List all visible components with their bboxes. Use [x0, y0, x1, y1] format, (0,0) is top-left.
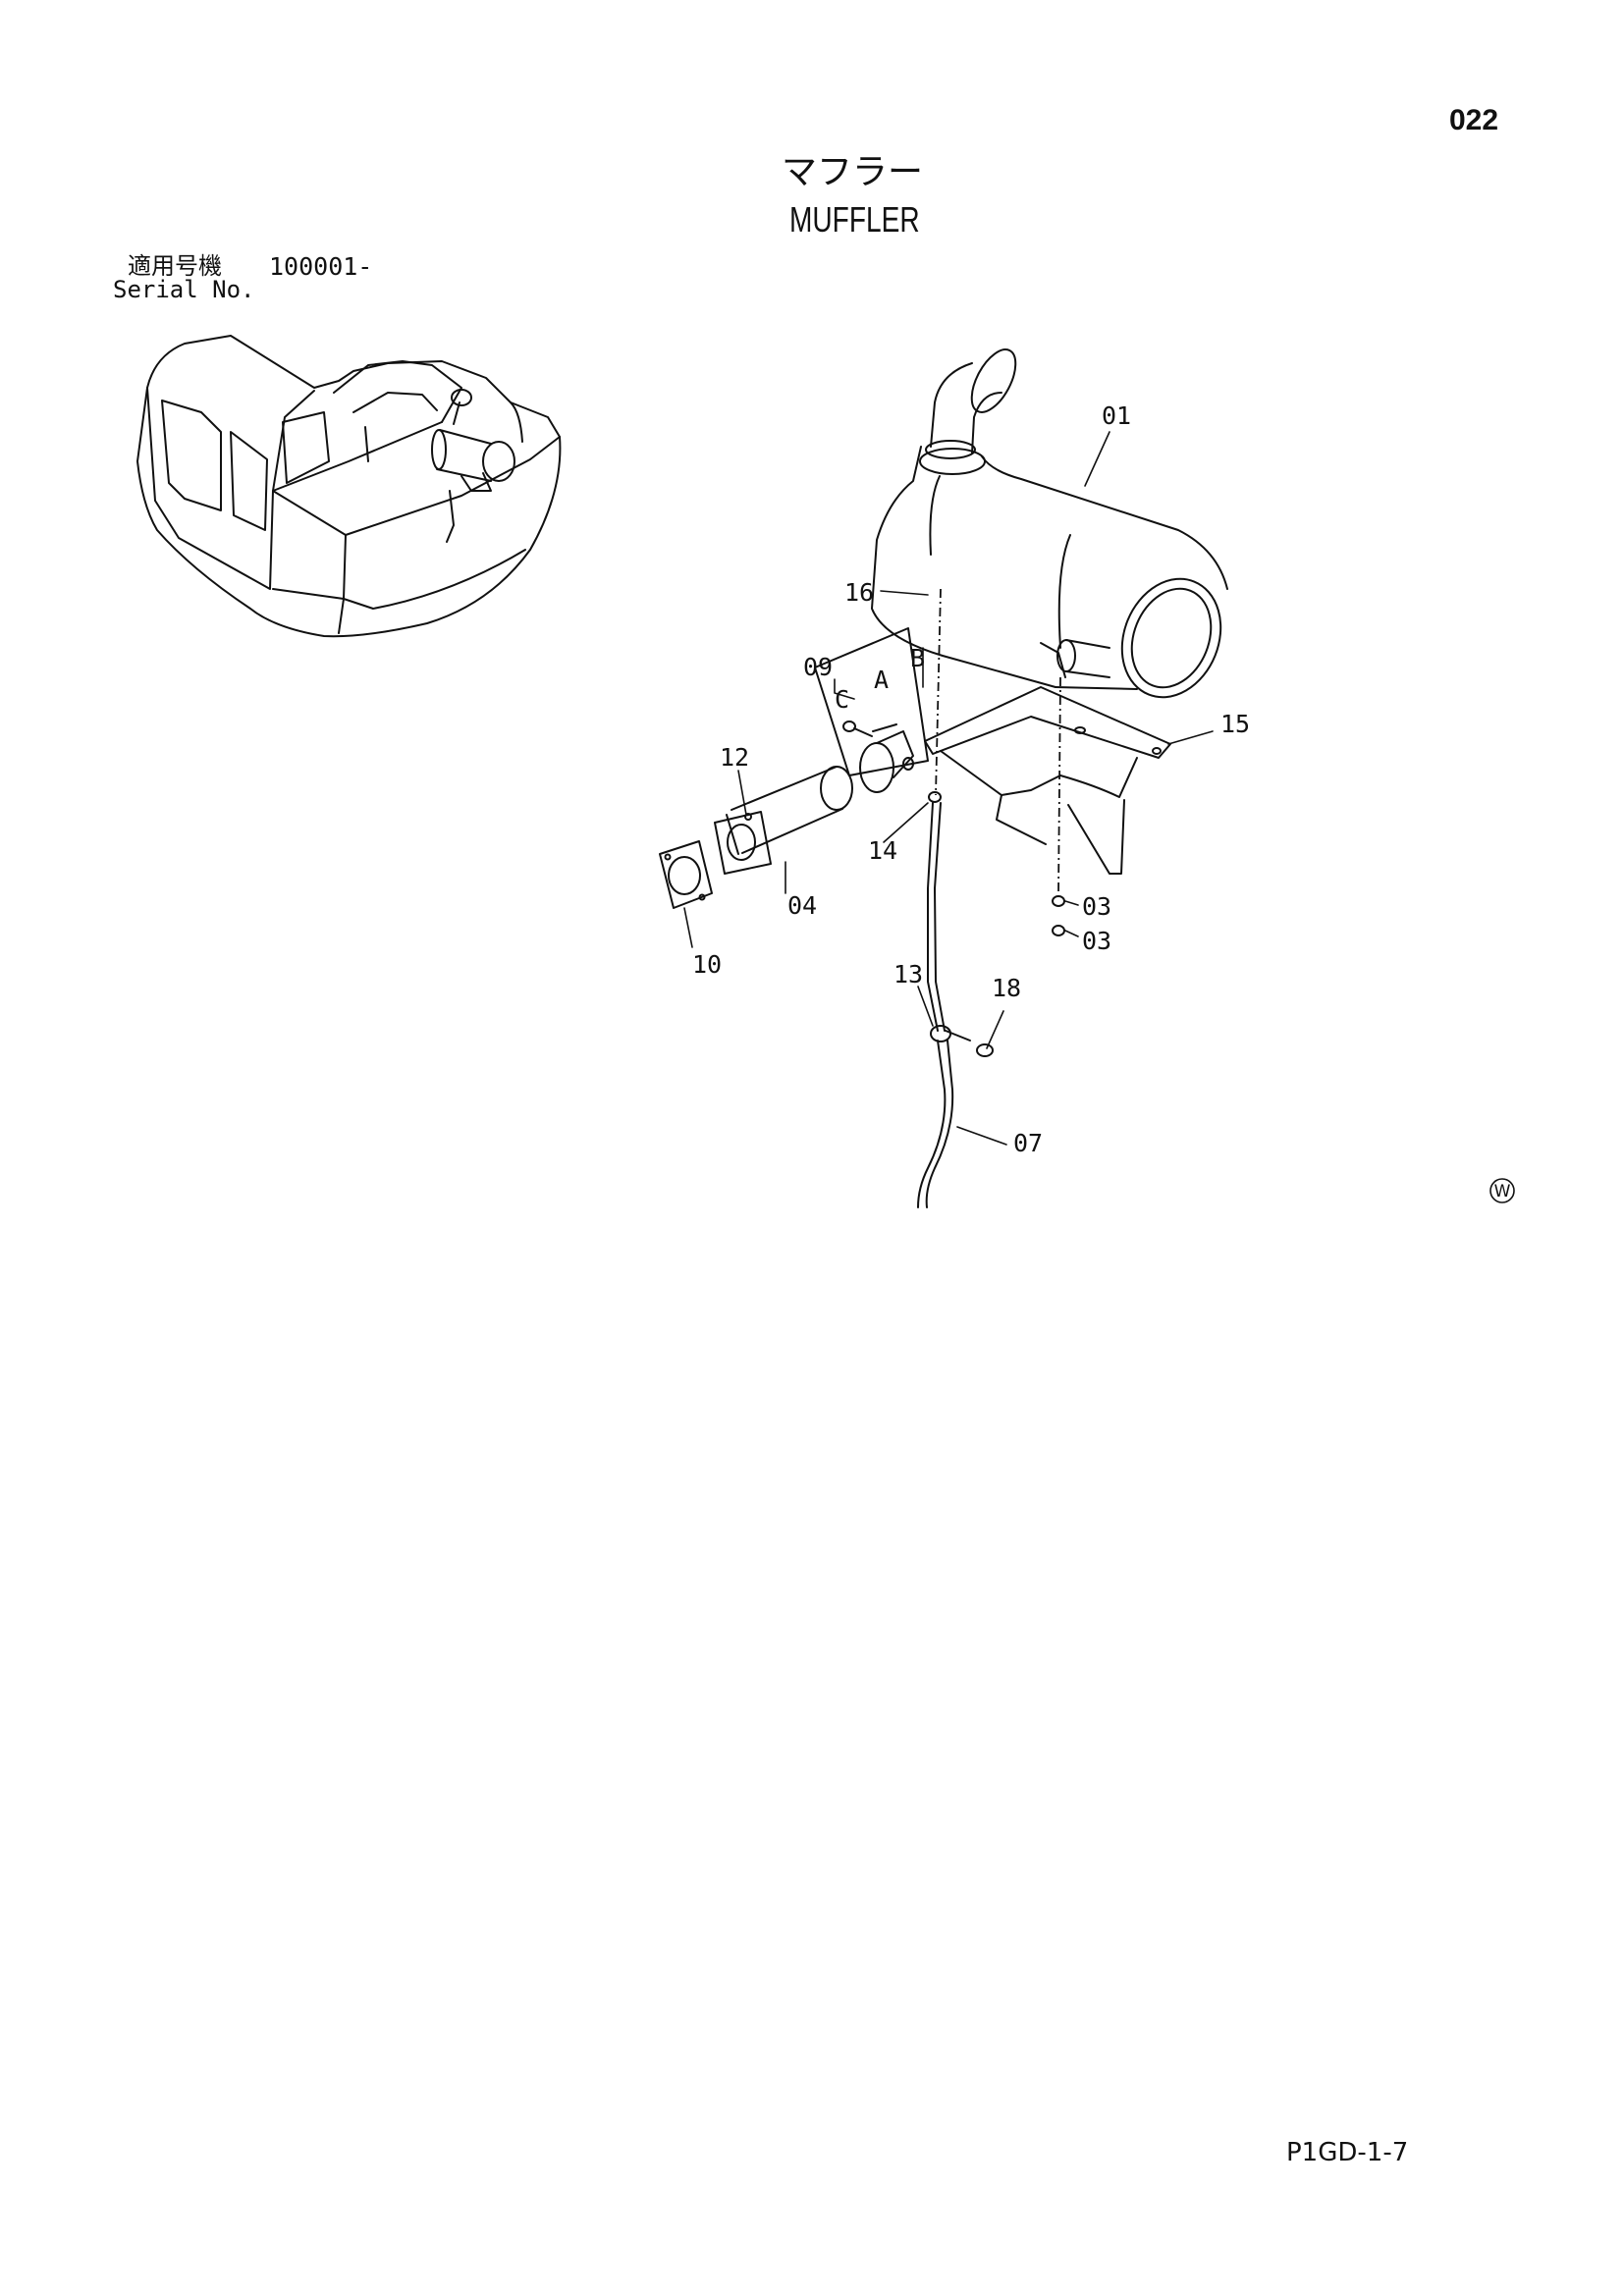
- callout-09: 09: [803, 653, 833, 681]
- watermark-w-letter: W: [1494, 1182, 1511, 1201]
- serial-range: 100001-: [269, 252, 373, 281]
- serial-label-japanese: 適用号機: [128, 252, 222, 280]
- footer-code: P1GD-1-7: [1286, 2138, 1409, 2167]
- callout-labels: 01 16 09 A B C 15 12 14 04 10 03 03 13 1…: [692, 401, 1250, 1157]
- page-title-japanese: マフラー: [782, 152, 924, 192]
- callout-15: 15: [1220, 710, 1250, 738]
- exhaust-pipe: [714, 766, 853, 875]
- callout-12: 12: [720, 743, 749, 772]
- page-number: 022: [1449, 104, 1499, 136]
- assembly-centerlines: [935, 588, 1061, 894]
- leader-lines: [683, 431, 1214, 1146]
- serial-label-english: Serial No.: [113, 276, 255, 303]
- callout-c: C: [835, 685, 849, 714]
- callout-18: 18: [992, 974, 1021, 1002]
- callout-16: 16: [844, 578, 874, 607]
- excavator-overview-illustration: [136, 335, 562, 638]
- flange-gasket: [659, 840, 713, 909]
- callout-04: 04: [787, 891, 817, 920]
- muffler-body: [871, 348, 1228, 699]
- nut-parts: [1052, 895, 1065, 936]
- callout-07: 07: [1013, 1129, 1043, 1157]
- callout-a: A: [874, 666, 889, 694]
- clamp-assembly: [814, 627, 929, 793]
- callout-03-upper: 03: [1082, 892, 1111, 921]
- callout-13: 13: [893, 960, 923, 988]
- callout-10: 10: [692, 950, 722, 979]
- callout-03-lower: 03: [1082, 927, 1111, 955]
- mounting-bracket: [924, 686, 1171, 875]
- callout-b: B: [910, 644, 925, 672]
- drain-hose: [917, 791, 994, 1208]
- watermark-w-symbol: W: [1489, 1178, 1515, 1203]
- page-title-english: MUFFLER: [789, 199, 920, 240]
- callout-14: 14: [868, 836, 897, 865]
- callout-01: 01: [1102, 401, 1131, 430]
